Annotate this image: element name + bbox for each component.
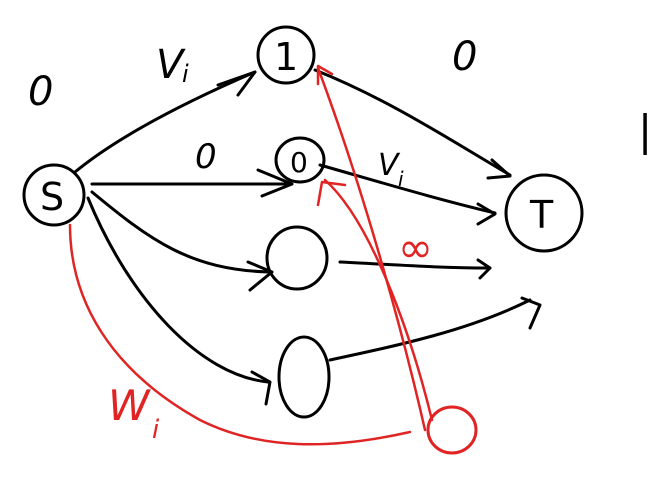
node-sink: [504, 173, 584, 253]
arrowhead-third: [246, 260, 274, 292]
edge-fourth-out: [328, 298, 532, 362]
red-edges: [68, 64, 434, 446]
arrowhead-mid-t: [476, 202, 497, 226]
edge-s-to-third: [90, 190, 272, 274]
red-arrowhead-top: [316, 64, 334, 86]
node-new-red: [426, 405, 478, 455]
edge-label-infinity: ∞: [398, 223, 433, 272]
red-edge-new-to-mid: [323, 178, 434, 422]
arrowhead-third-out: [476, 258, 492, 280]
edge-mid-to-t: [318, 163, 497, 215]
nodes: S 1 0 T: [22, 25, 584, 455]
edge-third-out: [338, 260, 492, 270]
edge-label-mid-right-sub: i: [398, 167, 404, 191]
red-edge-s-to-new: [68, 223, 412, 446]
red-edge-new-to-top: [316, 66, 427, 432]
node-top-label: 1: [274, 35, 298, 79]
node-mid: [274, 136, 326, 184]
node-fourth: [277, 335, 331, 419]
edge-label-red-sub: i: [152, 415, 160, 445]
node-mid-label: 0: [290, 146, 308, 179]
edge-s-to-top: [73, 70, 257, 174]
red-arrowhead-mid: [316, 180, 347, 207]
edge-label-red: W: [108, 381, 151, 430]
node-sink-label: T: [529, 193, 554, 237]
arrowhead-top: [216, 70, 257, 97]
edge-s-to-fourth: [86, 196, 270, 384]
arrowhead-fourth-out: [520, 296, 542, 330]
node-source-label: S: [40, 175, 64, 219]
arrowhead-fourth: [250, 370, 272, 406]
top-right-value: 0: [452, 34, 477, 80]
node-source: [22, 163, 86, 227]
edge-label-mid-left: 0: [195, 137, 217, 177]
black-edges: [73, 68, 542, 406]
labels: 0 0 V i 0 V i ∞ W i |: [28, 34, 652, 445]
arrowhead-top-t: [486, 158, 512, 180]
edge-label-mid-right: V: [378, 148, 401, 183]
edge-top-to-t: [313, 68, 512, 177]
arrowhead-mid: [256, 168, 294, 198]
edge-label-top-left-sub: i: [182, 60, 189, 88]
edge-label-top-left: V: [156, 42, 186, 88]
node-third: [265, 225, 329, 291]
margin-mark: |: [638, 106, 652, 155]
source-value: 0: [28, 69, 53, 115]
node-top: [256, 25, 316, 85]
